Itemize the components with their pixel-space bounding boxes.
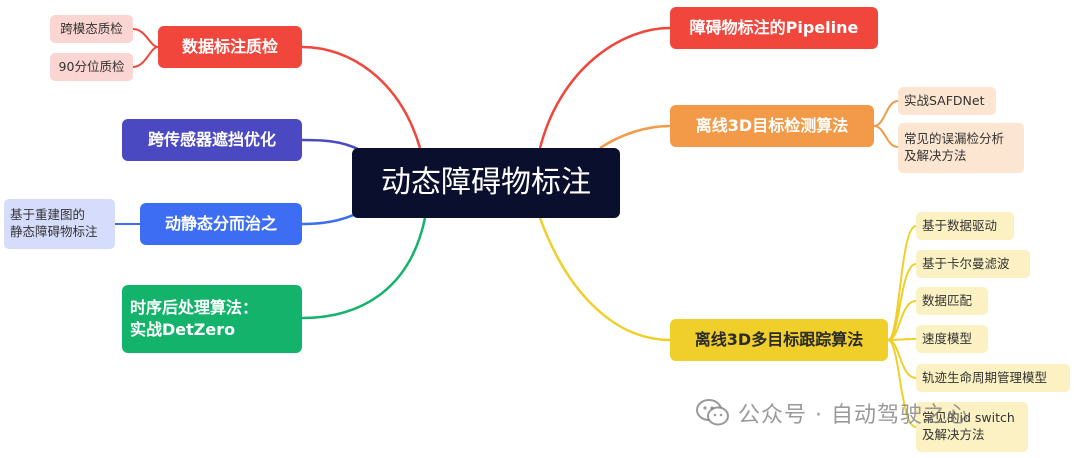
leaf-velocity-model: 速度模型 [916, 325, 988, 353]
connector-pipeline [538, 26, 671, 149]
connector-tracking-children [887, 225, 917, 428]
branch-static-dynamic-split: 动静态分而治之 [140, 203, 302, 245]
connector-quality [301, 45, 422, 149]
wechat-icon [696, 399, 729, 426]
connector-detection-children [873, 100, 899, 148]
central-topic: 动态障碍物标注 [352, 148, 620, 218]
leaf-safdnet: 实战SAFDNet [898, 87, 996, 115]
watermark: 公众号 · 自动驾驶之心 [696, 396, 969, 430]
connector-tracking [538, 217, 671, 342]
connector-quality-children [132, 28, 159, 68]
leaf-static-obstacle-annotation: 基于重建图的 静态障碍物标注 [4, 199, 115, 249]
branch-pipeline: 障碍物标注的Pipeline [670, 7, 878, 49]
connector-detection [599, 124, 671, 150]
branch-offline-3d-tracking: 离线3D多目标跟踪算法 [670, 319, 888, 361]
leaf-cross-modal-qc: 跨模态质检 [50, 15, 133, 43]
leaf-false-detection-analysis: 常见的误漏检分析 及解决方法 [898, 123, 1024, 173]
branch-offline-3d-detection: 离线3D目标检测算法 [670, 105, 874, 147]
leaf-data-association: 数据匹配 [916, 287, 988, 315]
leaf-track-lifecycle: 轨迹生命周期管理模型 [916, 364, 1070, 392]
branch-cross-sensor-occlusion: 跨传感器遮挡优化 [122, 119, 302, 161]
connector-occlusion [301, 138, 361, 152]
connector-temporal [301, 217, 427, 320]
branch-data-quality: 数据标注质检 [158, 26, 302, 68]
leaf-id-switch: 常见的id switch 及解决方法 [916, 402, 1028, 452]
branch-temporal-postprocess: 时序后处理算法： 实战DetZero [122, 285, 302, 353]
leaf-data-driven: 基于数据驱动 [916, 212, 1014, 240]
watermark-text: 公众号 · 自动驾驶之心 [738, 403, 969, 428]
leaf-p90-qc: 90分位质检 [50, 53, 133, 81]
leaf-kalman-filter: 基于卡尔曼滤波 [916, 250, 1030, 278]
